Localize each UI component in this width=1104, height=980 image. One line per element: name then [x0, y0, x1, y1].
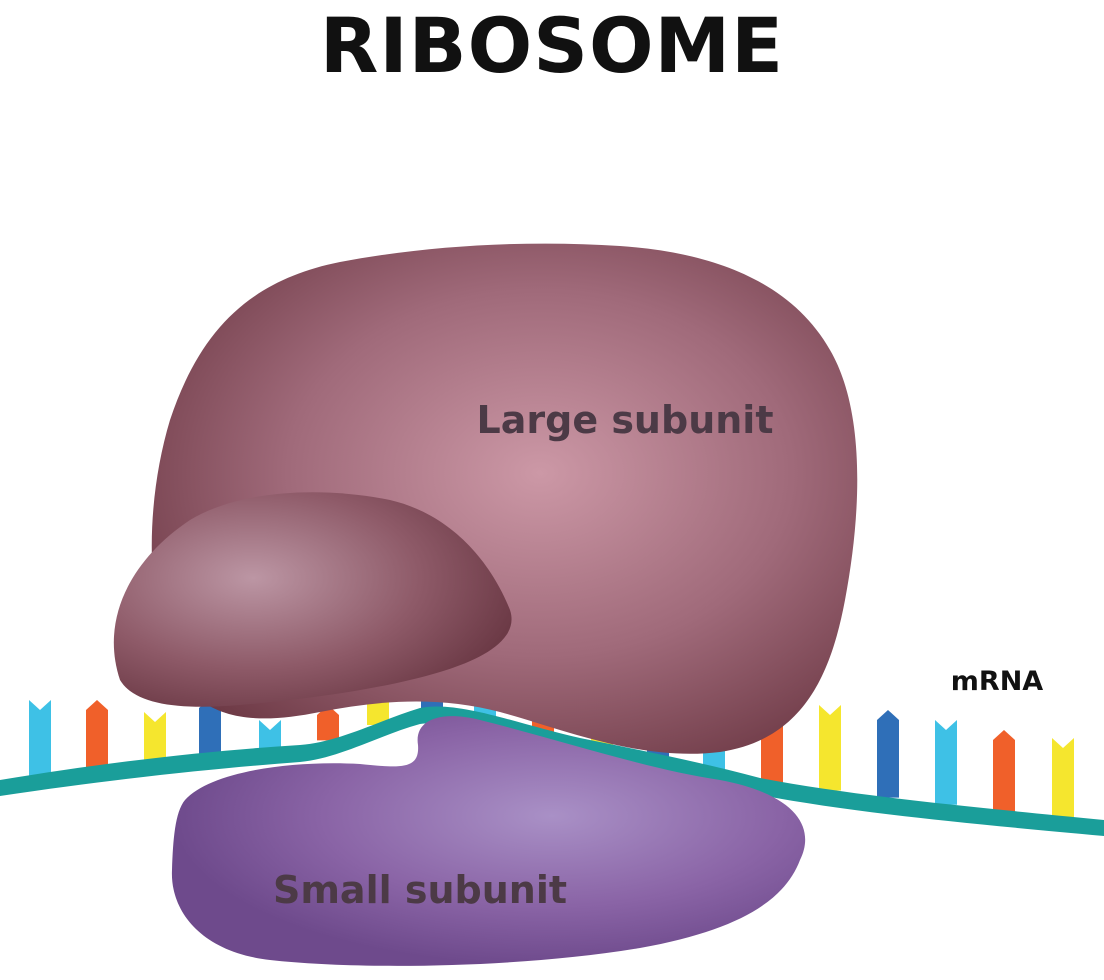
mrna-base-yellow	[1052, 738, 1074, 819]
large-subunit-label: Large subunit	[477, 398, 774, 442]
large-subunit-lobe	[113, 492, 512, 707]
mrna-base-blue	[877, 710, 899, 798]
mrna-strand	[0, 706, 1104, 836]
mrna-base-cyan	[29, 700, 51, 780]
mrna-base-orange	[317, 705, 339, 741]
mrna-base-blue	[199, 698, 221, 760]
small-subunit-label: Small subunit	[273, 868, 567, 912]
small-subunit	[171, 716, 806, 966]
mrna-base-orange	[993, 730, 1015, 812]
mrna-base-yellow	[819, 705, 841, 791]
diagram-title: RIBOSOME	[320, 1, 784, 90]
mrna-base-yellow	[144, 712, 166, 766]
mrna-base-cyan	[259, 720, 281, 753]
mrna-base-cyan	[935, 720, 957, 805]
mrna-base-orange	[86, 700, 108, 773]
mrna-label: mRNA	[951, 666, 1044, 697]
